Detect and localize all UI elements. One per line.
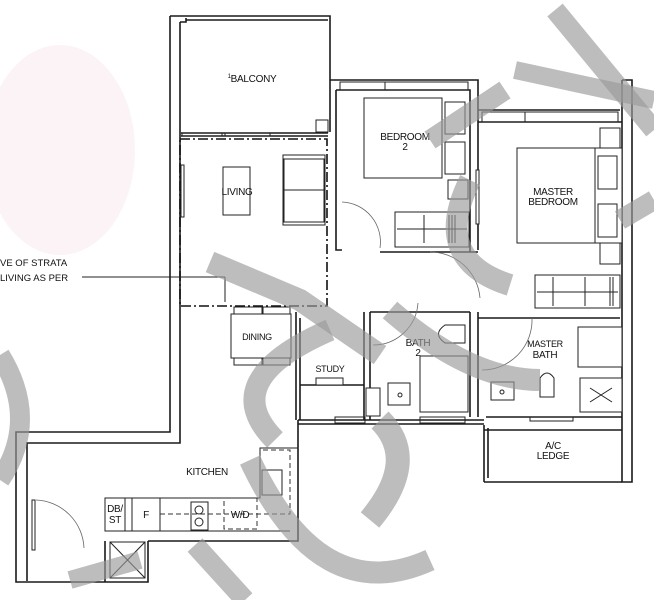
label-washer-dryer: W/D [231, 510, 250, 521]
furniture [31, 97, 623, 579]
label-living: LIVING [222, 187, 254, 198]
label-dining: DINING [242, 332, 272, 342]
bath2-shower [365, 387, 381, 417]
column-square [315, 119, 329, 133]
svg-text:2: 2 [415, 348, 421, 359]
label-ac-ledge: A/C [545, 441, 561, 452]
svg-text:2: 2 [402, 142, 408, 153]
coffee-table [222, 166, 251, 216]
label-study: STUDY [315, 364, 344, 374]
label-master-bath: MASTER [527, 339, 564, 349]
master-bath-toilet [539, 372, 555, 398]
label-db-st: DB/ [107, 504, 123, 515]
label-fridge: F [143, 510, 149, 521]
label-bedroom-2: BEDROOM [380, 132, 430, 143]
living-boundary [179, 138, 328, 307]
outer-walls [15, 15, 633, 583]
svg-text:BEDROOM: BEDROOM [528, 197, 578, 208]
label-master-bedroom: MASTER [533, 187, 573, 198]
annotation-line2: LIVING AS PER [0, 273, 68, 284]
bath2-basin [387, 382, 411, 406]
annotation-line1: VE OF STRATA [0, 258, 68, 269]
svg-text:BATH: BATH [533, 350, 558, 361]
windows [181, 81, 619, 424]
svg-text:LEDGE: LEDGE [537, 451, 570, 462]
label-kitchen: KITCHEN [186, 467, 228, 478]
watermark [0, 3, 654, 600]
study-desk [315, 377, 344, 386]
background-blob [0, 45, 135, 255]
entry-door [31, 499, 36, 551]
svg-text:ST: ST [109, 515, 121, 526]
master-bed [516, 147, 596, 244]
label-balcony: 1BALCONY [228, 74, 277, 85]
